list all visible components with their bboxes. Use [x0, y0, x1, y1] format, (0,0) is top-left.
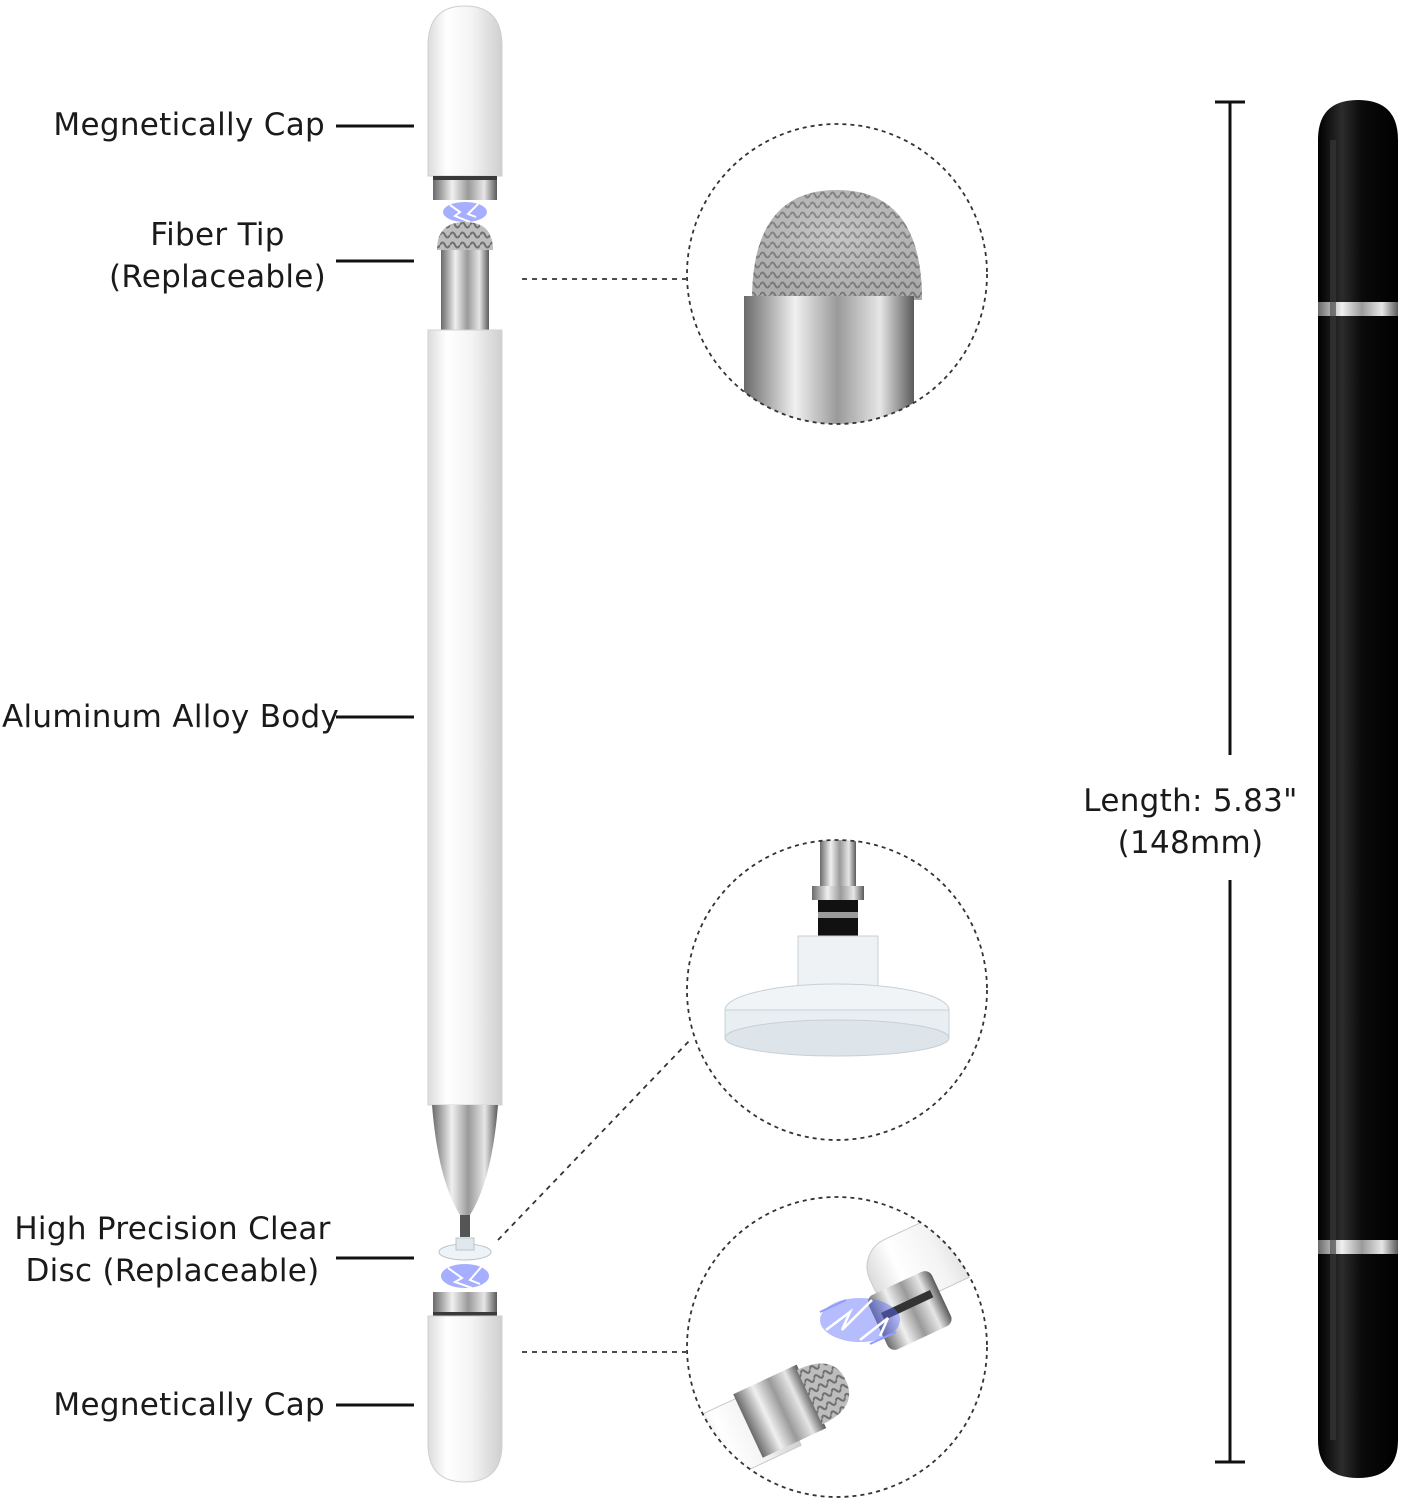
- circle-outline: [686, 839, 988, 1141]
- circle-outline: [686, 1196, 988, 1498]
- label-fiber-tip-line1: Fiber Tip: [150, 217, 285, 253]
- pen-body: [427, 329, 503, 1106]
- label-disc-line1: High Precision Clear: [14, 1211, 331, 1247]
- white-stylus: [427, 5, 503, 1483]
- label-body: Aluminum Alloy Body: [2, 699, 340, 735]
- label-disc-line2: Disc (Replaceable): [25, 1253, 320, 1289]
- top-metal-ring: [1318, 302, 1398, 316]
- top-cap: [427, 5, 503, 200]
- disc-tip: [432, 1105, 498, 1261]
- detail-fiber-tip: [686, 123, 988, 425]
- dashed-connectors: [497, 278, 693, 1353]
- label-fiber-tip-line2: (Replaceable): [108, 259, 327, 295]
- black-stylus: [1318, 100, 1398, 1478]
- bottom-magnet-spark: [441, 1264, 489, 1289]
- bottom-metal-ring: [1318, 1240, 1398, 1254]
- dimension-length: Length: 5.83": [1083, 783, 1298, 819]
- fiber-tip: [437, 222, 493, 330]
- bottom-cap: [427, 1292, 503, 1483]
- detail-clear-disc: [686, 839, 988, 1141]
- connector-disc: [497, 1037, 693, 1241]
- label-cap-top: Megnetically Cap: [53, 107, 325, 143]
- leader-lines: [336, 124, 414, 1407]
- dimension-metric: (148mm): [1117, 825, 1264, 861]
- top-magnet-spark: [443, 202, 487, 223]
- dimension-line: [1215, 100, 1245, 1464]
- detail-magnet: [686, 1196, 988, 1498]
- label-cap-bottom: Megnetically Cap: [53, 1387, 325, 1423]
- circle-outline: [686, 123, 988, 425]
